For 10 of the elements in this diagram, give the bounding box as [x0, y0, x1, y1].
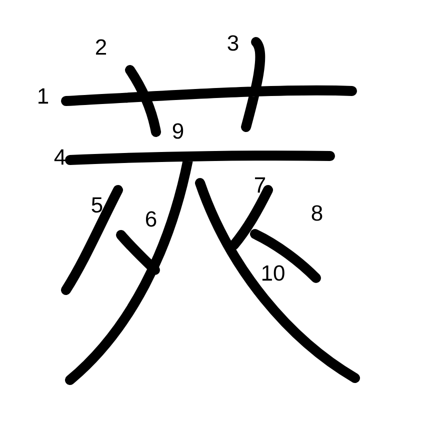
- stroke-number: 3: [228, 35, 238, 51]
- stroke-number: 5: [92, 197, 102, 213]
- stroke-number: 4: [54, 149, 66, 165]
- stroke-number: 9: [172, 123, 184, 139]
- stroke-number: 8: [312, 205, 322, 221]
- stroke-number: 6: [146, 211, 156, 227]
- stroke-number: 2: [96, 39, 106, 55]
- stroke-number: 10: [262, 265, 284, 281]
- stroke-number: 7: [255, 177, 266, 193]
- stroke-number: 1: [38, 88, 48, 104]
